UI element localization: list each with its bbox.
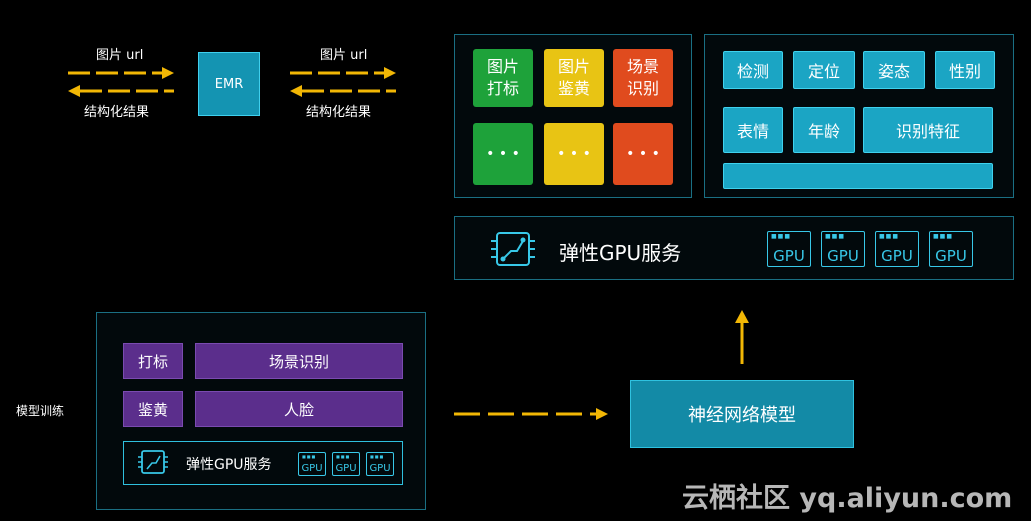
face-bar bbox=[723, 163, 993, 189]
result-label-left: 结构化结果 bbox=[84, 105, 150, 120]
emr-box[interactable]: EMR bbox=[198, 52, 260, 116]
training-gpu-chip-1: ■■■GPU bbox=[298, 452, 326, 476]
request-label-right: 图片 url bbox=[320, 48, 368, 63]
tile-image-tagging[interactable]: 图片打标 bbox=[473, 49, 533, 107]
training-panel: 打标 场景识别 鉴黄 人脸 弹性GPU服务 ■■■GPU ■■■GPU ■■■G… bbox=[96, 312, 426, 510]
tile-more-green[interactable]: • • • bbox=[473, 123, 533, 185]
up-arrow bbox=[735, 310, 749, 364]
face-expression[interactable]: 表情 bbox=[723, 107, 783, 153]
training-gpu-title: 弹性GPU服务 bbox=[186, 457, 272, 473]
circuit-chip-icon bbox=[491, 232, 535, 266]
gpu-chip-3: ■■■GPU bbox=[875, 231, 919, 267]
gpu-chip-4: ■■■GPU bbox=[929, 231, 973, 267]
training-label: 模型训练 bbox=[16, 404, 65, 418]
right-arrow bbox=[454, 408, 608, 420]
watermark: 云栖社区 yq.aliyun.com bbox=[682, 483, 1013, 514]
training-tag-porn[interactable]: 鉴黄 bbox=[123, 391, 183, 427]
face-age[interactable]: 年龄 bbox=[793, 107, 855, 153]
face-locate[interactable]: 定位 bbox=[793, 51, 855, 89]
tile-more-yellow[interactable]: • • • bbox=[544, 123, 604, 185]
circuit-chip-icon-small bbox=[138, 450, 168, 474]
training-gpu-chip-3: ■■■GPU bbox=[366, 452, 394, 476]
result-label-right: 结构化结果 bbox=[306, 105, 372, 120]
gpu-service-panel: 弹性GPU服务 ■■■GPU ■■■GPU ■■■GPU ■■■GPU bbox=[454, 216, 1014, 280]
training-gpu-chip-2: ■■■GPU bbox=[332, 452, 360, 476]
face-pose[interactable]: 姿态 bbox=[863, 51, 925, 89]
flow-arrows-left bbox=[68, 67, 174, 97]
scenario-panel: 图片打标 图片鉴黄 场景识别 • • • • • • • • • bbox=[454, 34, 692, 198]
tile-more-orange[interactable]: • • • bbox=[613, 123, 673, 185]
gpu-chip-2: ■■■GPU bbox=[821, 231, 865, 267]
gpu-service-title: 弹性GPU服务 bbox=[559, 241, 682, 265]
training-gpu-service: 弹性GPU服务 ■■■GPU ■■■GPU ■■■GPU bbox=[123, 441, 403, 485]
gpu-chip-1: ■■■GPU bbox=[767, 231, 811, 267]
training-tag-tagging[interactable]: 打标 bbox=[123, 343, 183, 379]
face-panel: 检测 定位 姿态 性别 表情 年龄 识别特征 bbox=[704, 34, 1014, 198]
training-face[interactable]: 人脸 bbox=[195, 391, 403, 427]
face-features[interactable]: 识别特征 bbox=[863, 107, 993, 153]
training-scene-recognition[interactable]: 场景识别 bbox=[195, 343, 403, 379]
face-detect[interactable]: 检测 bbox=[723, 51, 783, 89]
flow-arrows-right bbox=[290, 67, 396, 97]
request-label-left: 图片 url bbox=[96, 48, 144, 63]
tile-scene-recognition[interactable]: 场景识别 bbox=[613, 49, 673, 107]
tile-porn-detection[interactable]: 图片鉴黄 bbox=[544, 49, 604, 107]
neural-network-model[interactable]: 神经网络模型 bbox=[630, 380, 854, 448]
face-gender[interactable]: 性别 bbox=[935, 51, 995, 89]
